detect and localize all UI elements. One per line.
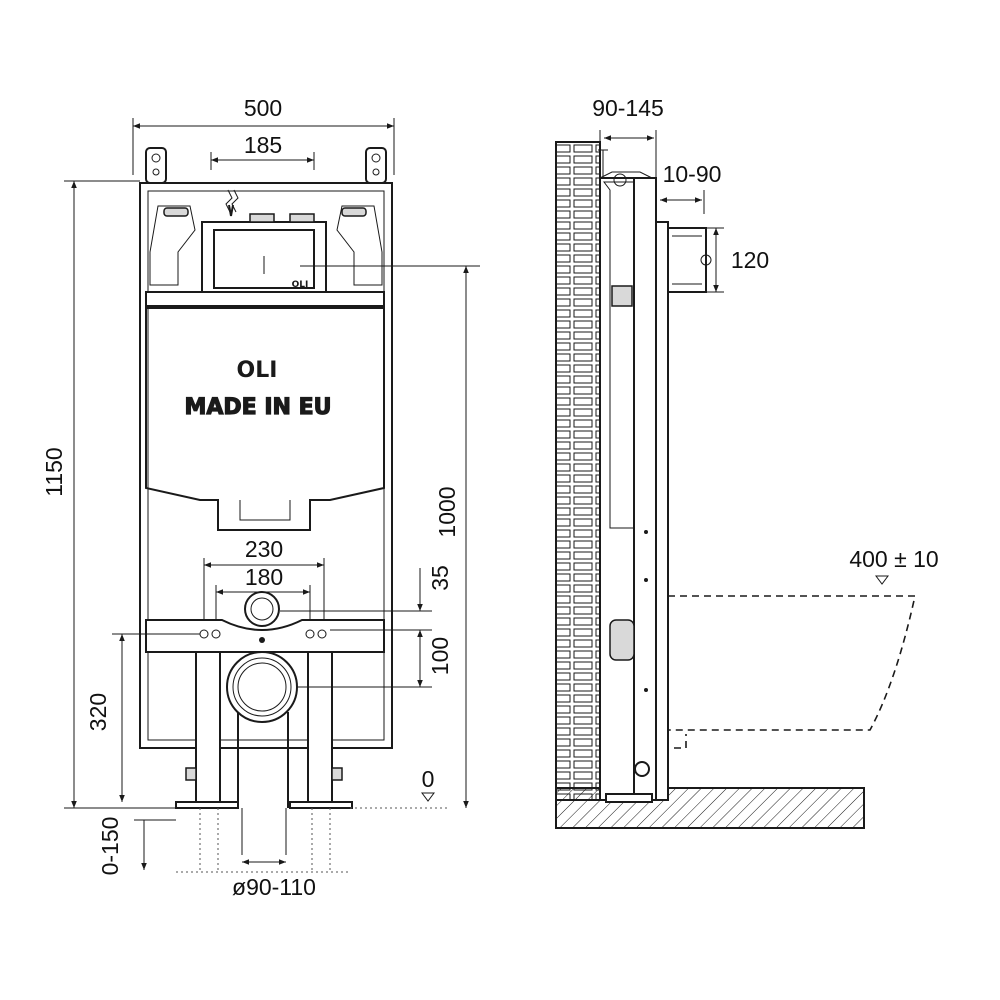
dim-overall-width: 500 — [244, 95, 282, 121]
dim-frame-depth: 10-90 — [663, 161, 722, 187]
dimension-90-145: 90-145 — [592, 95, 664, 178]
dim-outlet-offset: 100 — [427, 637, 453, 675]
button-brand: OLI — [292, 280, 309, 290]
dim-drain-diameter: ø90-110 — [232, 874, 316, 900]
support-legs — [175, 651, 353, 809]
brick-wall — [555, 141, 601, 801]
drain-outlet — [226, 651, 298, 808]
dim-foot-adjust: 0-150 — [97, 817, 123, 876]
supply-pipe-connector — [244, 591, 280, 627]
flush-control-box: OLI — [201, 189, 327, 297]
dimension-320: 320 — [85, 633, 200, 802]
left-mounting-bracket — [145, 147, 167, 184]
dim-bracket-spacing: 185 — [244, 132, 282, 158]
dimension-180: 180 — [215, 564, 311, 620]
dim-outlet-height: 320 — [85, 693, 111, 731]
wall-hung-bowl-outline — [667, 595, 916, 749]
dim-inlet-spacing-inner: 180 — [245, 564, 283, 590]
dim-inlet-offset: 35 — [427, 565, 453, 591]
side-frame — [598, 149, 669, 803]
flush-plate-box — [667, 227, 712, 293]
side-view: 90-145 10-90 120 400 ± 10 — [555, 95, 939, 829]
dimension-100: 100 — [296, 630, 453, 688]
installation-frame — [139, 147, 393, 749]
cistern-label: MADE IN EU — [184, 395, 331, 420]
dim-wall-gap: 90-145 — [592, 95, 664, 121]
dim-floor-zero: 0 — [422, 766, 435, 792]
dimension-185: 185 — [210, 132, 315, 170]
dim-inlet-spacing-outer: 230 — [245, 536, 283, 562]
dimension-bowl-height: 400 ± 10 — [849, 546, 939, 585]
below-floor-projection — [176, 807, 450, 873]
dimension-0-150: 0-150 — [97, 817, 176, 876]
dim-flush-box: 120 — [731, 247, 769, 273]
dimension-1000: 100 0 — [300, 265, 480, 808]
front-view: OLI OLI MADE IN EU — [41, 95, 480, 900]
dimension-10-90: 10-90 — [660, 161, 721, 214]
dimension-zero-level: 0 — [421, 766, 435, 802]
dimension-230: 230 — [203, 536, 325, 620]
right-mounting-bracket — [365, 147, 387, 184]
dimension-35: 35 — [280, 565, 453, 631]
dimension-drain: ø90-110 — [232, 859, 316, 900]
lower-mounting-plate — [145, 619, 385, 653]
dimension-120: 120 — [706, 227, 769, 293]
cistern-brand: OLI — [237, 358, 278, 383]
dim-bowl-height: 400 ± 10 — [849, 546, 938, 572]
upper-crossbar — [145, 291, 385, 307]
dim-overall-height: 1150 — [41, 447, 67, 496]
water-inlet-symbol — [225, 189, 239, 213]
dimension-500: 500 — [132, 95, 395, 175]
dimension-1150: 1150 — [41, 180, 176, 809]
dim-frame-height: 1000 — [434, 486, 460, 537]
cistern: OLI MADE IN EU — [145, 307, 385, 531]
